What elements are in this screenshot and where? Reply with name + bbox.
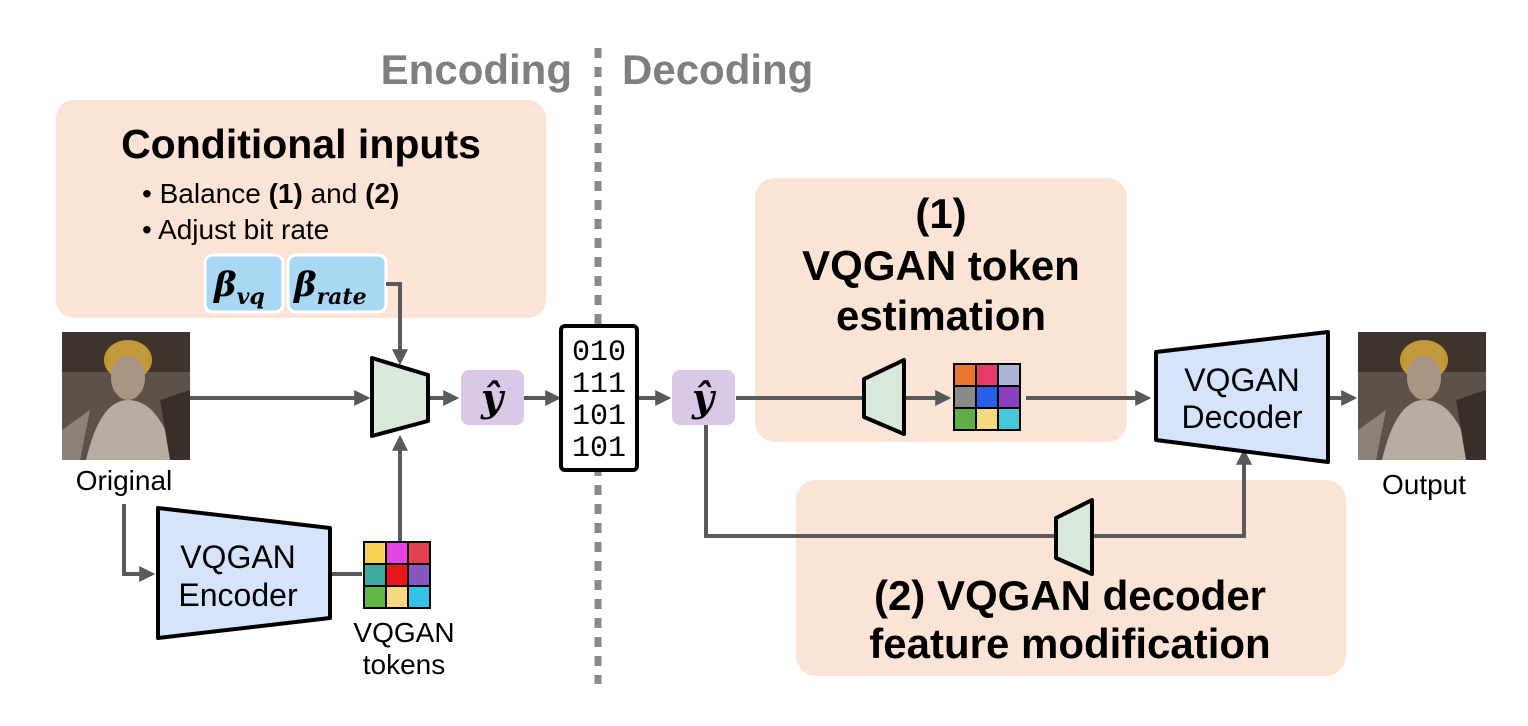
conditional-inputs-panel (56, 100, 546, 318)
token-estimation-line3: estimation (836, 292, 1046, 339)
token-estimation-panel (755, 178, 1127, 442)
token-cell (385, 563, 409, 587)
original-label: Original (76, 465, 172, 496)
conditional-inputs-title: Conditional inputs (121, 121, 481, 167)
beta-rate-label: βrate (292, 265, 367, 310)
vqgan-decoder-line2: Decoder (1182, 399, 1303, 435)
feature-modification-line1: (2) VQGAN decoder (874, 572, 1266, 619)
beta-vq-chip (203, 253, 285, 314)
bullet-adjust-bit-rate: • Adjust bit rate (142, 214, 329, 245)
token-estimation-line1: (1) (915, 190, 966, 237)
vqgan-encoder-line1: VQGAN (180, 539, 296, 575)
latent-y-hat-decode-symbol: ŷ (691, 375, 717, 420)
output-image (1358, 332, 1486, 460)
beta-vq-label: βvq (212, 265, 265, 310)
token-cell (953, 363, 977, 387)
latent-y-hat-encode-symbol: ŷ (480, 375, 506, 420)
vqgan-encoder-block (156, 506, 332, 640)
vqgan-decoder-line1: VQGAN (1184, 362, 1300, 398)
token-cell (407, 585, 431, 609)
token-cell (407, 563, 431, 587)
vqgan-decoder-block (1154, 330, 1330, 464)
token-cell (953, 407, 977, 431)
decoding-header: Decoding (622, 46, 813, 93)
predicted-tokens-grid (953, 363, 1021, 431)
token-cell (385, 541, 409, 565)
feature-modifier-block (1054, 498, 1094, 576)
bullet-balance: • Balance (1) and (2) (142, 178, 399, 209)
vqgan-tokens-grid (363, 541, 431, 609)
token-cell (997, 407, 1021, 431)
decoding-connectors (704, 390, 1358, 538)
token-cell (953, 385, 977, 409)
encoder-compressor-block (370, 356, 430, 438)
token-estimator-block (862, 358, 906, 436)
feature-modification-panel (796, 480, 1346, 676)
token-cell (975, 363, 999, 387)
feature-modification-line2: feature modification (869, 620, 1270, 667)
encoding-connectors (122, 282, 672, 582)
token-cell (975, 385, 999, 409)
token-cell (997, 385, 1021, 409)
token-cell (363, 563, 387, 587)
token-cell (363, 585, 387, 609)
output-label: Output (1382, 469, 1466, 500)
token-estimation-line2: VQGAN token (802, 242, 1080, 289)
token-cell (363, 541, 387, 565)
encoding-header: Encoding (381, 46, 572, 93)
bitstream-line-3: 101 (572, 400, 626, 434)
token-cell (975, 407, 999, 431)
latent-y-hat-encode (461, 370, 524, 425)
token-cell (407, 541, 431, 565)
bitstream-line-2: 111 (572, 368, 626, 402)
bitstream-line-1: 010 (572, 336, 626, 370)
vqgan-tokens-line2: tokens (363, 649, 446, 680)
vqgan-tokens-line1: VQGAN (353, 617, 454, 648)
token-cell (997, 363, 1021, 387)
vqgan-encoder-line2: Encoder (178, 577, 298, 613)
latent-y-hat-decode (672, 370, 735, 425)
bitstream-box (559, 324, 639, 472)
original-image (62, 332, 190, 460)
token-cell (385, 585, 409, 609)
bitstream-line-4: 101 (572, 432, 626, 466)
